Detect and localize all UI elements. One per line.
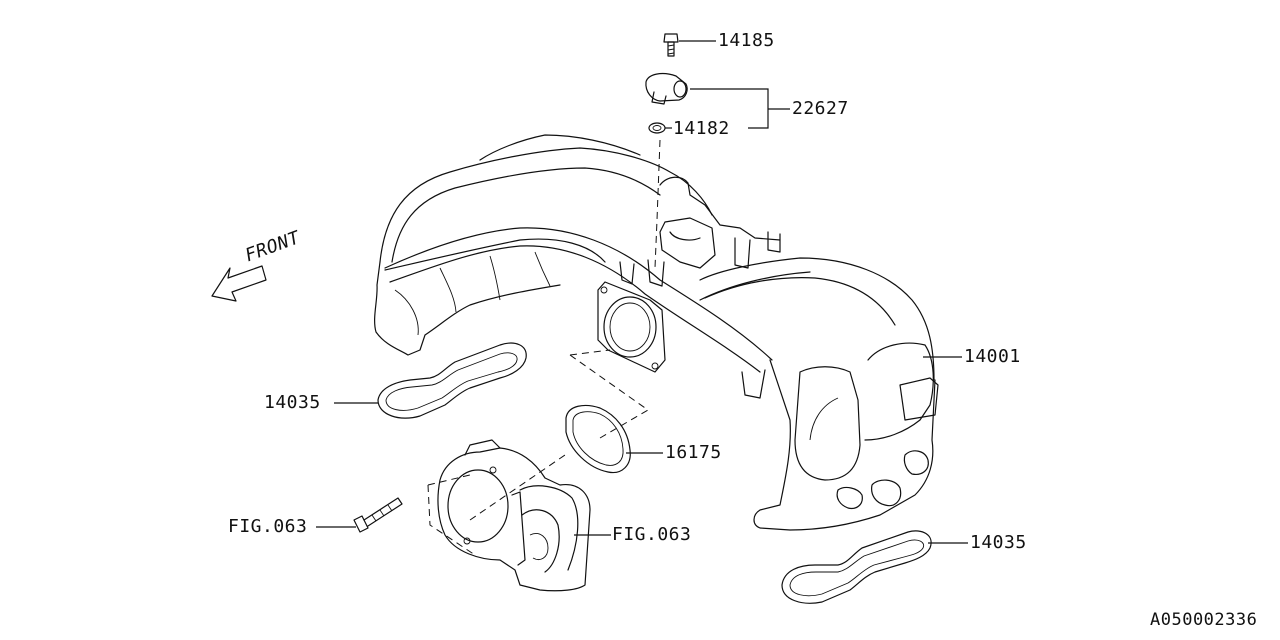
throttle-dash-left: [427, 484, 476, 556]
gasket-14035-right: [781, 530, 932, 604]
callout-fig063-bolt[interactable]: FIG.063: [228, 516, 308, 537]
front-arrow-icon: [211, 265, 267, 302]
callout-fig063-throttle[interactable]: FIG.063: [612, 524, 692, 545]
callout-14182[interactable]: 14182: [673, 118, 730, 139]
o-ring-14182: [648, 122, 666, 134]
intake-manifold-14001: [374, 134, 939, 531]
bolt-14185: [663, 33, 679, 57]
throttle-body: [437, 439, 591, 592]
throttle-gasket-16175: [565, 404, 631, 474]
callout-22627[interactable]: 22627: [792, 98, 849, 119]
callout-14185[interactable]: 14185: [718, 30, 775, 51]
callout-14035-left[interactable]: 14035: [264, 392, 321, 413]
sensor-install-line: [654, 139, 661, 269]
callout-14001[interactable]: 14001: [964, 346, 1021, 367]
leader-lines: [316, 40, 968, 544]
callout-14035-right[interactable]: 14035: [970, 532, 1027, 553]
manifold-to-gasket-line: [569, 354, 649, 439]
drawing-id: A050002336: [1150, 610, 1258, 630]
gasket-14035-left: [377, 342, 527, 419]
callout-16175[interactable]: 16175: [665, 442, 722, 463]
pressure-sensor-22627: [645, 72, 688, 105]
flange-dash: [569, 349, 611, 356]
mounting-bolt: [353, 497, 403, 533]
